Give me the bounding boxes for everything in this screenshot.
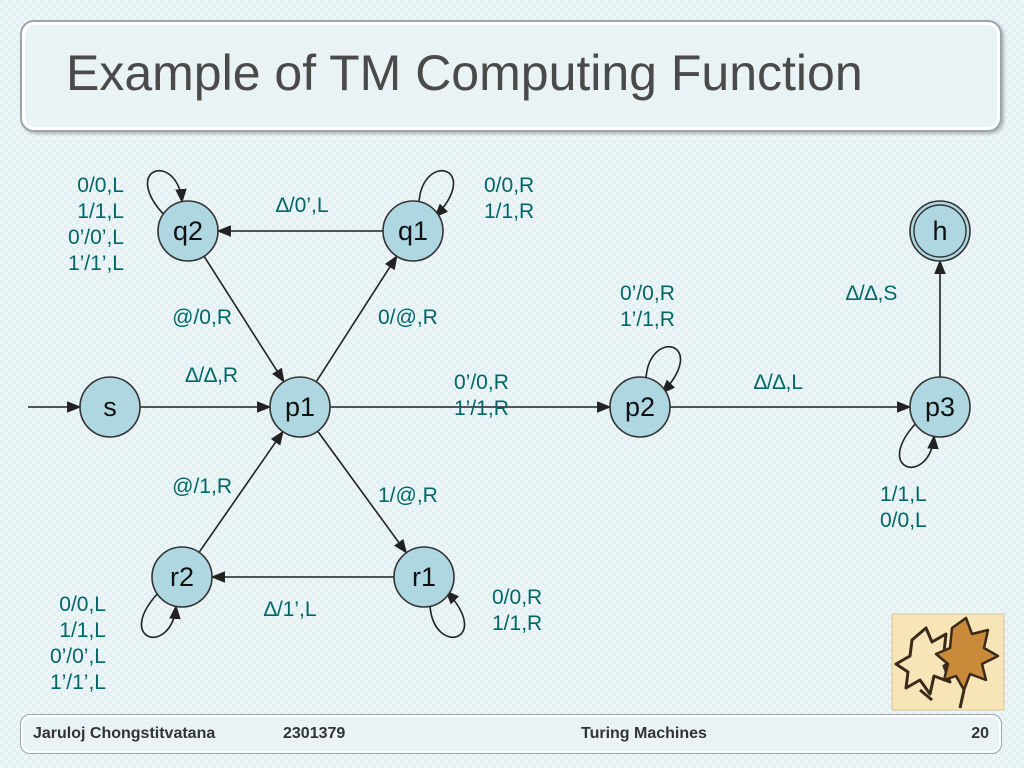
- state-label: s: [103, 392, 117, 422]
- state-circle: [157, 200, 219, 262]
- state-label: h: [932, 216, 947, 246]
- accepting-ring: [913, 204, 967, 258]
- state-p2: p2: [609, 376, 671, 438]
- state-h: h: [909, 200, 971, 262]
- transition-label-p1-r1: 1/@,R: [378, 484, 438, 507]
- transition-q2-p1: [203, 255, 285, 383]
- state-p3: p3: [909, 376, 971, 438]
- state-q1: q1: [382, 200, 444, 262]
- transition-q1-q1: [418, 169, 455, 219]
- state-p1: p1: [269, 376, 331, 438]
- transition-label-r2-p1: @/1,R: [172, 475, 232, 498]
- state-label: p2: [625, 392, 655, 422]
- transition-label-p3-h: ∆/∆,S: [846, 282, 897, 305]
- title-box: [20, 20, 1002, 132]
- transition-p2-p2: [645, 345, 682, 395]
- transitions-layer: [28, 169, 946, 639]
- transition-label-p2-p3: ∆/∆,L: [754, 371, 803, 394]
- state-r2: r2: [151, 546, 213, 608]
- transition-r2-r2: [140, 590, 181, 639]
- state-label: q1: [398, 216, 428, 246]
- transition-label-q2-p1: @/0,R: [172, 306, 232, 329]
- state-circle: [393, 546, 455, 608]
- state-circle: [909, 200, 971, 262]
- footer-course-code: 2301379: [283, 725, 346, 742]
- transition-r2-p1: [198, 430, 284, 553]
- transition-label-q1-q2: ∆/0’,L: [276, 194, 329, 217]
- state-q2: q2: [157, 200, 219, 262]
- page-title: Example of TM Computing Function: [66, 45, 863, 101]
- state-circle: [909, 376, 971, 438]
- transition-r1-r1: [429, 589, 466, 639]
- slide-footer: Jaruloj Chongstitvatana 2301379 Turing M…: [20, 714, 1002, 754]
- state-circle: [151, 546, 213, 608]
- maple-leaf-clipart: [891, 613, 1005, 711]
- state-s: s: [79, 376, 141, 438]
- state-circle: [269, 376, 331, 438]
- transition-label-r1-r2: ∆/1’,L: [264, 598, 317, 621]
- state-label: r1: [412, 562, 436, 592]
- transition-q2-q2: [146, 169, 187, 218]
- footer-topic: Turing Machines: [581, 725, 707, 742]
- states-layer: s p1 q2 q1 p2 p3 h r2 r1: [79, 200, 971, 608]
- state-label: p3: [925, 392, 955, 422]
- state-label: r2: [170, 562, 194, 592]
- transition-p1-r1: [317, 430, 408, 554]
- transition-p3-p3: [898, 420, 939, 469]
- footer-author: Jaruloj Chongstitvatana: [33, 725, 216, 742]
- state-label: q2: [173, 216, 203, 246]
- state-circle: [382, 200, 444, 262]
- state-circle: [609, 376, 671, 438]
- state-r1: r1: [393, 546, 455, 608]
- footer-page-number: 20: [971, 725, 989, 742]
- transition-label-p1-q1: 0/@,R: [378, 306, 438, 329]
- state-label: p1: [285, 392, 315, 422]
- transition-p1-q1: [315, 255, 398, 383]
- transition-label-s-p1: ∆/∆,R: [185, 364, 238, 387]
- state-circle: [79, 376, 141, 438]
